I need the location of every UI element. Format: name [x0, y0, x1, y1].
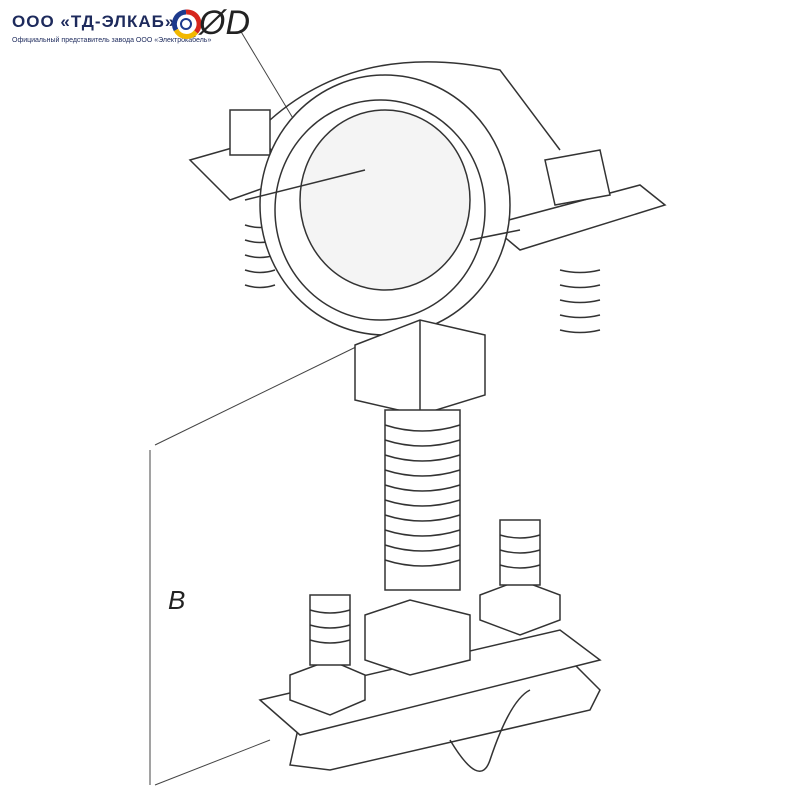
threaded-rod — [354, 319, 486, 591]
diameter-label: ØD — [199, 4, 250, 42]
upper-clamp — [188, 61, 667, 336]
company-logo — [171, 9, 202, 39]
height-label: B — [168, 585, 186, 615]
base-plate — [258, 519, 602, 772]
company-name: ООО «ТД-ЭЛКАБ» — [12, 12, 176, 31]
company-tagline: Официальный представитель завода ООО «Эл… — [12, 37, 212, 44]
